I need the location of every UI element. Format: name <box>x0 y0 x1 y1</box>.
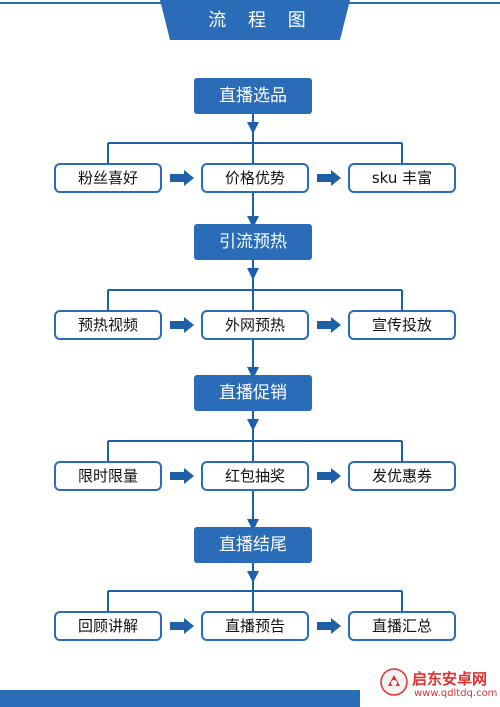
watermark-url: www.qdltdq.com <box>414 688 498 699</box>
stage-4-arrow-left <box>170 618 194 634</box>
stage-4-item-3: 直播汇总 <box>348 611 456 641</box>
stage-3-arrow-left <box>170 468 194 484</box>
watermark-name: 启东安卓网 <box>412 670 488 688</box>
watermark-logo-icon <box>380 668 408 696</box>
stage-3-arrow-right <box>317 468 341 484</box>
stage-2-arrow-right <box>317 317 341 333</box>
stage-3-item-2: 红包抽奖 <box>201 461 309 491</box>
stage-4-item-1: 回顾讲解 <box>54 611 162 641</box>
footer-bar <box>0 690 360 707</box>
stage-3-item-3: 发优惠券 <box>348 461 456 491</box>
stage-3-item-1: 限时限量 <box>54 461 162 491</box>
stage-2-arrow-left <box>170 317 194 333</box>
stage-2-item-2: 外网预热 <box>201 310 309 340</box>
stage-3-header: 直播促销 <box>194 375 312 411</box>
stage-1-header: 直播选品 <box>194 78 312 114</box>
page-title: 流 程 图 <box>208 10 314 31</box>
stage-1-arrow-left <box>170 170 194 186</box>
watermark: 启东安卓网 www.qdltdq.com <box>380 666 500 704</box>
title-banner <box>0 0 500 40</box>
stage-1-item-1: 粉丝喜好 <box>54 163 162 193</box>
stage-4-arrow-right <box>317 618 341 634</box>
stage-4-item-2: 直播预告 <box>201 611 309 641</box>
stage-1-item-3: sku 丰富 <box>348 163 456 193</box>
stage-1-item-2: 价格优势 <box>201 163 309 193</box>
stage-2-item-3: 宣传投放 <box>348 310 456 340</box>
stage-4-header: 直播结尾 <box>194 527 312 563</box>
stage-2-item-1: 预热视频 <box>54 310 162 340</box>
stage-1-arrow-right <box>317 170 341 186</box>
stage-2-header: 引流预热 <box>194 224 312 260</box>
